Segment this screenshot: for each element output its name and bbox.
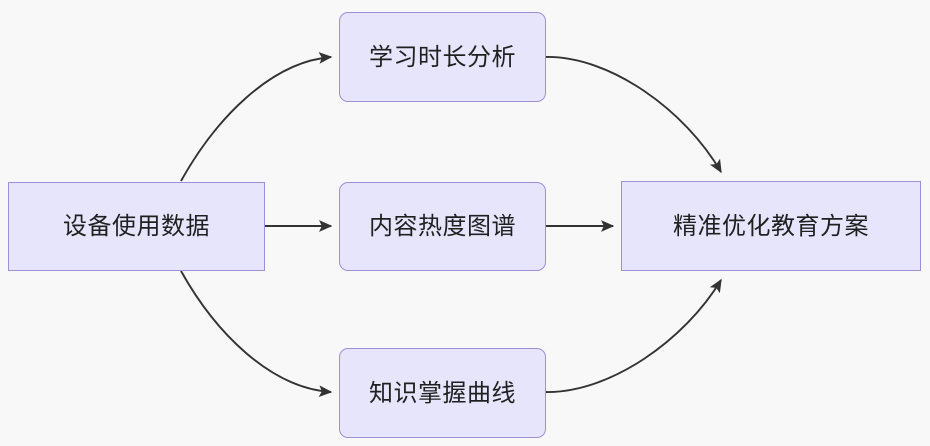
edge-mastery-to-optimize bbox=[545, 278, 722, 393]
node-label: 内容热度图谱 bbox=[369, 212, 516, 241]
node-label: 精准优化教育方案 bbox=[673, 211, 869, 240]
node-label: 学习时长分析 bbox=[369, 42, 516, 71]
node-precise-education-optimization[interactable]: 精准优化教育方案 bbox=[621, 181, 921, 271]
node-study-duration-analysis[interactable]: 学习时长分析 bbox=[339, 12, 546, 102]
edge-source-to-duration bbox=[180, 52, 333, 182]
node-device-usage-data[interactable]: 设备使用数据 bbox=[8, 182, 265, 271]
node-content-heat-map[interactable]: 内容热度图谱 bbox=[339, 182, 546, 271]
node-label: 设备使用数据 bbox=[63, 212, 210, 241]
node-knowledge-mastery-curve[interactable]: 知识掌握曲线 bbox=[339, 348, 546, 438]
node-label: 知识掌握曲线 bbox=[369, 378, 516, 407]
edge-duration-to-optimize bbox=[545, 56, 722, 174]
edge-source-to-mastery bbox=[180, 270, 333, 398]
